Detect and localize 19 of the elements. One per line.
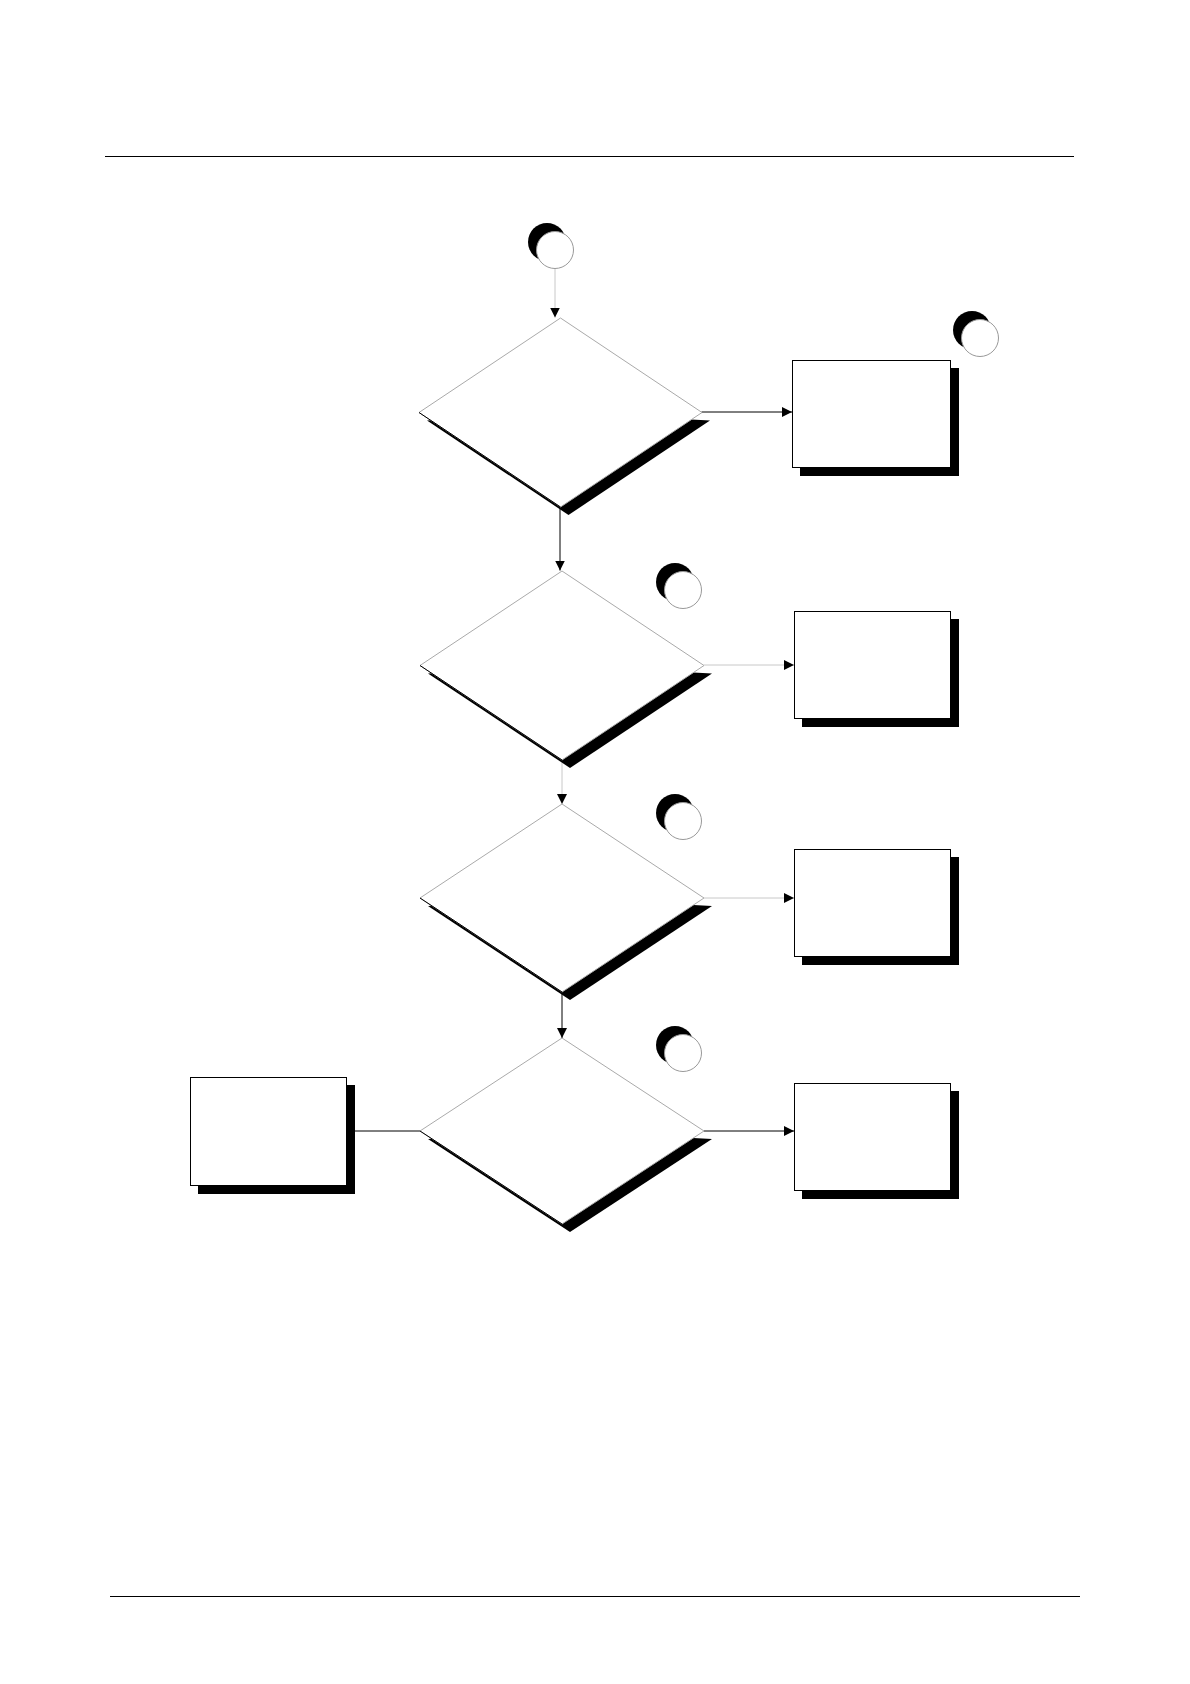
process-box <box>794 611 961 729</box>
arrow <box>703 1126 795 1136</box>
process-box <box>792 360 961 478</box>
connector-circle <box>953 311 999 357</box>
decision-diamond <box>418 317 712 517</box>
process-box <box>794 849 961 967</box>
arrow <box>703 660 795 670</box>
connector-circle <box>656 794 702 840</box>
arrow <box>550 268 560 318</box>
arrow <box>701 407 793 417</box>
connector-circle <box>656 1026 702 1072</box>
connector-circle <box>528 223 574 269</box>
process-box <box>794 1083 961 1201</box>
decision-diamond <box>420 804 714 1002</box>
connector-circle <box>656 563 702 609</box>
arrow <box>703 893 795 903</box>
process-box <box>190 1077 357 1196</box>
decision-diamond <box>420 570 714 770</box>
decision-diamond <box>420 1038 714 1234</box>
